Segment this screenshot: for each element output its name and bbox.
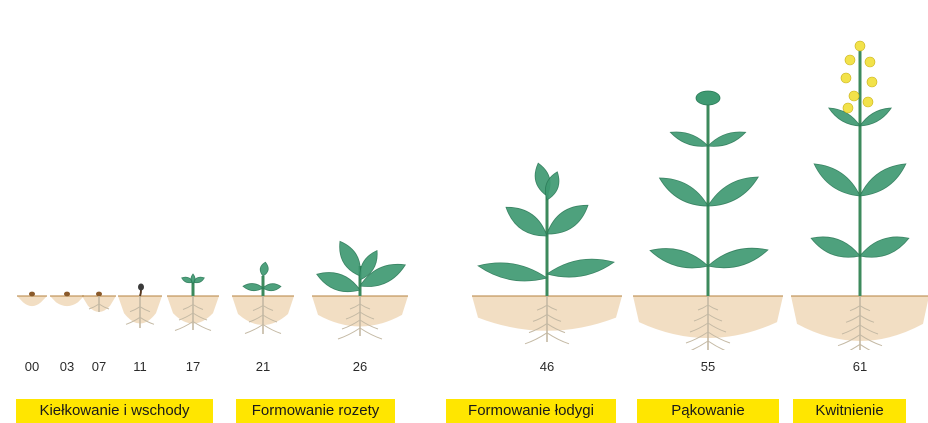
leaf bbox=[547, 259, 614, 277]
phase-label-flowering: Kwitnienie bbox=[793, 399, 906, 423]
root bbox=[193, 322, 211, 331]
leaf bbox=[317, 273, 360, 292]
leaf bbox=[340, 241, 361, 276]
stage-code: 26 bbox=[353, 359, 367, 374]
stage-code: 46 bbox=[540, 359, 554, 374]
plant-stage bbox=[82, 292, 116, 312]
plant-stage bbox=[167, 274, 219, 331]
flower bbox=[849, 91, 859, 101]
stage-code: 55 bbox=[701, 359, 715, 374]
leaf bbox=[670, 132, 708, 146]
seed bbox=[96, 292, 102, 297]
leaf bbox=[814, 164, 860, 196]
soil-patch bbox=[17, 296, 47, 306]
root bbox=[360, 328, 382, 339]
stage-code: 03 bbox=[60, 359, 74, 374]
seed bbox=[29, 292, 35, 297]
seed bbox=[64, 292, 70, 297]
leaf bbox=[860, 108, 891, 126]
plant-stage bbox=[50, 292, 84, 307]
leaf bbox=[708, 132, 746, 146]
leaf bbox=[708, 177, 758, 206]
root bbox=[682, 341, 708, 350]
stage-code: 11 bbox=[133, 359, 147, 374]
flower bbox=[843, 103, 853, 113]
leaf bbox=[547, 205, 588, 234]
flower bbox=[841, 73, 851, 83]
plant-stage bbox=[232, 262, 294, 334]
leaf bbox=[191, 274, 195, 284]
plant-stage bbox=[312, 241, 408, 339]
flower bbox=[865, 57, 875, 67]
flower bbox=[867, 77, 877, 87]
root bbox=[175, 322, 193, 331]
leaf bbox=[860, 237, 909, 257]
flower bbox=[845, 55, 855, 65]
stage-code: 00 bbox=[25, 359, 39, 374]
leaf bbox=[811, 237, 860, 257]
leaf bbox=[243, 284, 263, 291]
root bbox=[263, 325, 281, 334]
root bbox=[245, 325, 263, 334]
leaf bbox=[260, 262, 268, 276]
stage-code: 61 bbox=[853, 359, 867, 374]
stage-code: 17 bbox=[186, 359, 200, 374]
plant-stage bbox=[791, 41, 928, 350]
growth-stages-illustration bbox=[0, 0, 928, 350]
phase-label-rosette: Formowanie rozety bbox=[236, 399, 395, 423]
plant-stage bbox=[118, 284, 162, 329]
root bbox=[708, 341, 734, 350]
leaf bbox=[263, 284, 281, 291]
plant-stage bbox=[17, 292, 47, 307]
flower bbox=[863, 97, 873, 107]
stage-code: 21 bbox=[256, 359, 270, 374]
phase-label-stem: Formowanie łodygi bbox=[446, 399, 616, 423]
plant-stage bbox=[472, 163, 622, 344]
leaf bbox=[660, 178, 708, 206]
leaf bbox=[708, 248, 768, 268]
phase-label-budding: Pąkowanie bbox=[637, 399, 779, 423]
bud-cluster bbox=[696, 91, 720, 105]
leaf bbox=[860, 164, 906, 196]
root bbox=[338, 328, 360, 339]
plant-stage bbox=[633, 91, 783, 350]
seed-coat bbox=[138, 284, 144, 291]
soil-patch bbox=[50, 296, 84, 306]
flower bbox=[855, 41, 865, 51]
root bbox=[525, 333, 547, 344]
stage-code: 07 bbox=[92, 359, 106, 374]
phase-label-germination: Kiełkowanie i wschody bbox=[16, 399, 213, 423]
root bbox=[547, 333, 569, 344]
leaf bbox=[478, 263, 547, 281]
leaf bbox=[650, 249, 708, 268]
leaf bbox=[506, 207, 547, 236]
